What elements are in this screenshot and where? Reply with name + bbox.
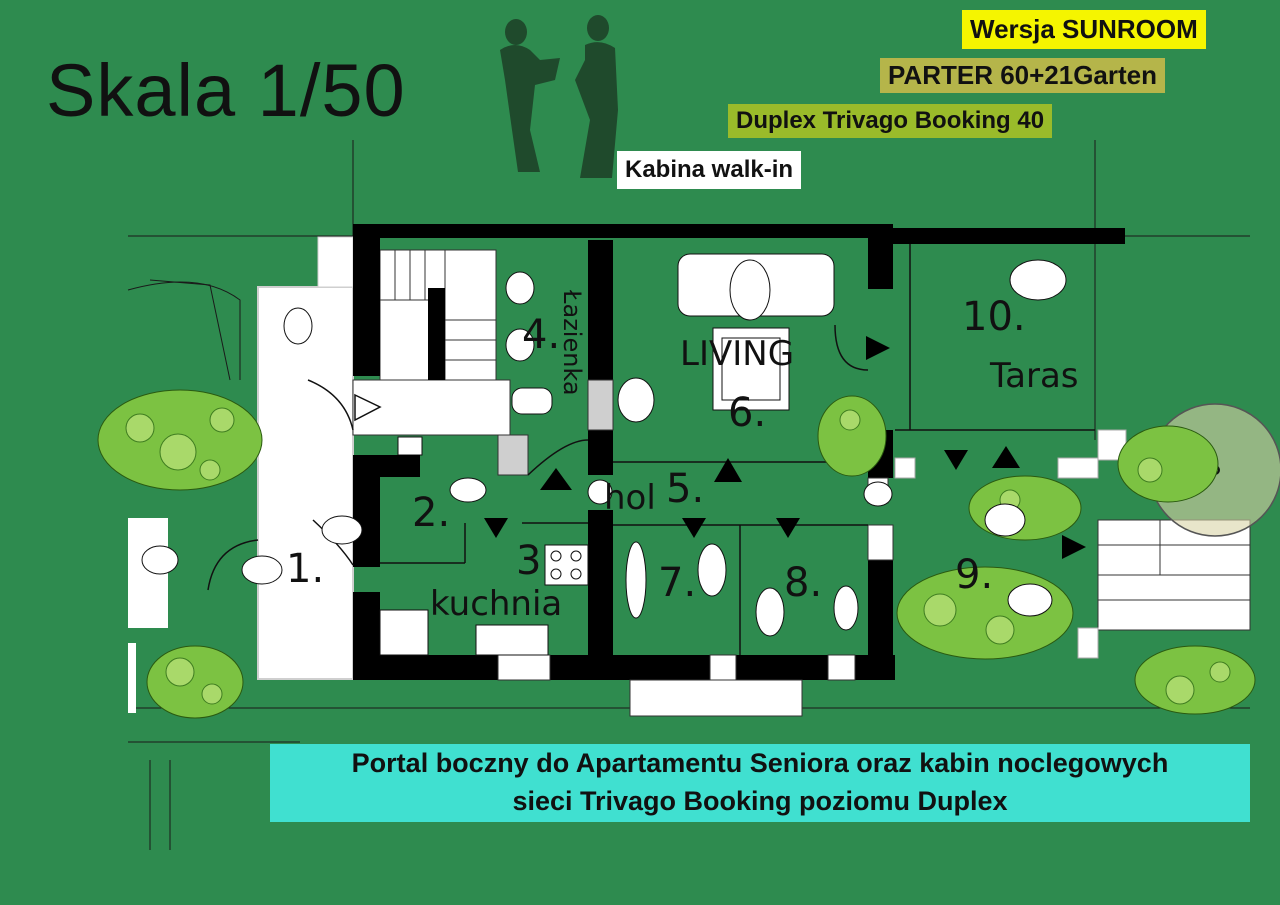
- room-2-number: 2.: [412, 490, 451, 536]
- duplex-tag: Duplex Trivago Booking 40: [728, 104, 1053, 138]
- scale-title: Skala 1/50: [46, 49, 406, 132]
- plan-figures: [141, 259, 1067, 637]
- room-4-number: 4.: [522, 312, 561, 358]
- room-8-number: 8.: [784, 560, 823, 606]
- version-tag: Wersja SUNROOM: [962, 10, 1206, 49]
- room-10-name: Taras: [990, 356, 1079, 396]
- floor-tag: PARTER 60+21Garten: [880, 58, 1166, 93]
- terrace-steps: [894, 429, 1251, 659]
- interior-lines: [207, 244, 1095, 655]
- shrub-details: [125, 407, 1231, 705]
- caption-line-1: Portal boczny do Apartamentu Seniora ora…: [351, 748, 1169, 778]
- people-silhouettes: [500, 15, 618, 178]
- room-9-number: 9.: [955, 552, 994, 598]
- kitchen-fixtures: [379, 544, 589, 656]
- room-10-number: 10.: [962, 294, 1026, 340]
- cabin-tag: Kabina walk-in: [617, 151, 802, 189]
- room-6-number: 6.: [728, 390, 767, 436]
- room-5-number: 5.: [666, 466, 705, 512]
- room-4-name: Łazienka: [558, 290, 586, 396]
- room-3-number: 3: [516, 538, 542, 584]
- room-3-name: kuchnia: [430, 584, 563, 624]
- caption-line-2: sieci Trivago Booking poziomu Duplex: [512, 786, 1008, 816]
- caption-box: Portal boczny do Apartamentu Seniora ora…: [270, 744, 1250, 822]
- direction-arrows: [484, 336, 1086, 559]
- room-7-number: 7.: [658, 560, 697, 606]
- bathroom-fixtures: [505, 271, 553, 415]
- walls: [353, 224, 1125, 680]
- room-1-number: 1.: [286, 546, 325, 592]
- room-5-name: hol: [604, 478, 656, 518]
- room-6-name: LIVING: [680, 334, 795, 374]
